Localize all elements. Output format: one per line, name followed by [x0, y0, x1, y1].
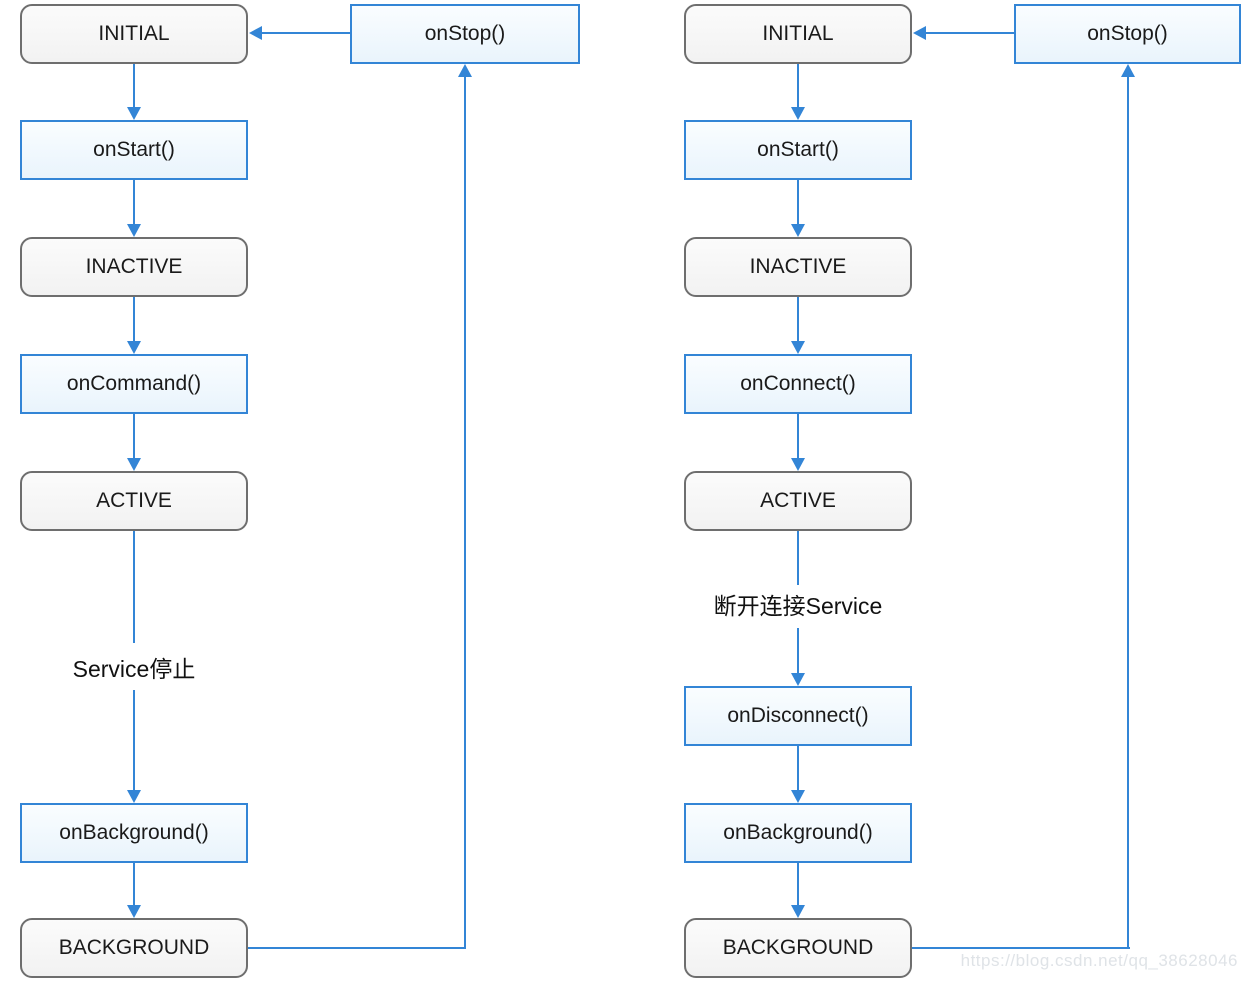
arrow-label-to-ondisconnect — [791, 628, 805, 686]
line-active-to-label — [133, 531, 135, 643]
state-inactive: INACTIVE — [20, 237, 248, 297]
arrow-onconnect-to-active — [791, 414, 805, 471]
arrow-inactive-to-onconnect — [791, 297, 805, 354]
event-onstop: onStop() — [350, 4, 580, 64]
state-initial: INITIAL — [20, 4, 248, 64]
event-onbackground: onBackground() — [684, 803, 912, 863]
event-oncommand: onCommand() — [20, 354, 248, 414]
arrow-label-to-onbackground — [127, 690, 141, 803]
event-onstop: onStop() — [1014, 4, 1241, 64]
event-onstart: onStart() — [684, 120, 912, 180]
event-onconnect: onConnect() — [684, 354, 912, 414]
state-initial: INITIAL — [684, 4, 912, 64]
arrow-initial-to-onstart — [791, 64, 805, 120]
csdn-watermark: https://blog.csdn.net/qq_38628046 — [960, 951, 1238, 970]
arrow-onstart-to-inactive — [791, 180, 805, 237]
arrow-onstop-to-initial — [913, 26, 1014, 40]
event-onstart: onStart() — [20, 120, 248, 180]
loop-line-background-right — [912, 947, 1130, 949]
state-background: BACKGROUND — [20, 918, 248, 978]
arrow-inactive-to-oncommand — [127, 297, 141, 354]
state-active: ACTIVE — [20, 471, 248, 531]
loop-arrow-background-to-onstop — [458, 64, 472, 948]
state-inactive: INACTIVE — [684, 237, 912, 297]
state-active: ACTIVE — [684, 471, 912, 531]
transition-label-disconnect-service: 断开连接Service — [713, 593, 883, 619]
transition-label-service-stop: Service停止 — [72, 656, 196, 682]
arrow-onstart-to-inactive — [127, 180, 141, 237]
line-active-to-label — [797, 531, 799, 585]
arrow-onbackground-to-background — [791, 863, 805, 918]
loop-arrow-background-to-onstop — [1121, 64, 1135, 948]
arrow-initial-to-onstart — [127, 64, 141, 120]
arrow-onbackground-to-background — [127, 863, 141, 918]
state-background: BACKGROUND — [684, 918, 912, 978]
event-onbackground: onBackground() — [20, 803, 248, 863]
event-ondisconnect: onDisconnect() — [684, 686, 912, 746]
arrow-onstop-to-initial — [249, 26, 350, 40]
arrow-oncommand-to-active — [127, 414, 141, 471]
loop-line-background-right — [248, 947, 466, 949]
arrow-ondisconnect-to-onbackground — [791, 746, 805, 803]
